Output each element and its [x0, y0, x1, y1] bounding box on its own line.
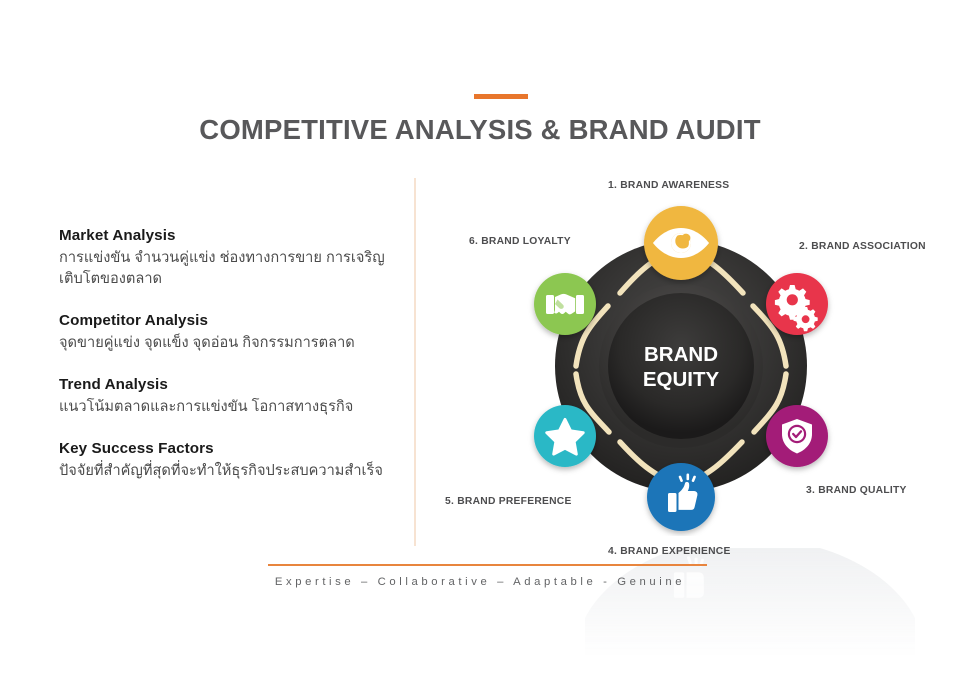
diagram-node-brand-experience[interactable]	[647, 463, 715, 531]
diagram-node-brand-loyalty[interactable]	[534, 273, 596, 335]
diagram-label-brand-quality: 3. BRAND QUALITY	[806, 485, 907, 496]
analysis-body: แนวโน้มตลาดและการแข่งขัน โอกาสทางธุรกิจ	[59, 398, 354, 415]
thumbs-up-icon	[668, 473, 698, 512]
page-title: COMPETITIVE ANALYSIS & BRAND AUDIT	[199, 114, 761, 145]
center-text-equity: EQUITY	[643, 368, 720, 391]
column-divider	[414, 178, 416, 546]
analysis-item-competitor: Competitor Analysis จุดขายคู่แข่ง จุดแข็…	[59, 311, 399, 354]
gears-icon	[774, 285, 818, 332]
diagram-center-label: BRAND EQUITY	[643, 343, 720, 391]
diagram-node-brand-association[interactable]	[766, 273, 828, 335]
analysis-heading: Trend Analysis	[59, 376, 168, 394]
analysis-heading: Key Success Factors	[59, 440, 214, 458]
analysis-heading: Competitor Analysis	[59, 312, 209, 330]
title-accent-bar	[474, 94, 528, 99]
shield-check-icon	[782, 419, 812, 454]
analysis-body: ปัจจัยที่สำคัญที่สุดที่จะทำให้ธุรกิจประส…	[59, 462, 383, 479]
diagram-node-brand-preference[interactable]	[534, 405, 596, 467]
star-icon	[545, 418, 585, 456]
analysis-heading: Market Analysis	[59, 227, 176, 244]
handshake-icon	[546, 293, 584, 315]
analysis-list: Market Analysis การแข่งขัน จำนวนคู่แข่ง …	[59, 226, 399, 482]
footer-tagline: Expertise – Collaborative – Adaptable - …	[274, 576, 686, 588]
footer-divider	[268, 564, 707, 566]
diagram-label-brand-experience: 4. BRAND EXPERIENCE	[608, 546, 731, 557]
eye-icon	[653, 228, 709, 258]
analysis-item-trend: Trend Analysis แนวโน้มตลาดและการแข่งขัน …	[59, 375, 399, 418]
diagram-node-brand-awareness[interactable]	[644, 206, 718, 280]
diagram-svg: BRAND EQUITY	[534, 206, 828, 531]
diagram-label-brand-preference: 5. BRAND PREFERENCE	[445, 496, 572, 507]
analysis-body: จุดขายคู่แข่ง จุดแข็ง จุดอ่อน กิจกรรมการ…	[59, 334, 355, 351]
analysis-item-market: Market Analysis การแข่งขัน จำนวนคู่แข่ง …	[59, 226, 399, 290]
diagram-node-brand-quality[interactable]	[766, 405, 828, 467]
analysis-item-key-success-factors: Key Success Factors ปัจจัยที่สำคัญที่สุด…	[59, 439, 399, 482]
diagram-label-brand-association: 2. BRAND ASSOCIATION	[799, 241, 926, 252]
diagram-ring	[555, 240, 807, 492]
diagram-label-brand-awareness: 1. BRAND AWARENESS	[608, 180, 730, 191]
brand-equity-diagram: BRAND EQUITY	[516, 196, 846, 536]
center-text-brand: BRAND	[644, 343, 718, 366]
analysis-body: การแข่งขัน จำนวนคู่แข่ง ช่องทางการขาย กา…	[59, 249, 385, 287]
diagram-label-brand-loyalty: 6. BRAND LOYALTY	[469, 236, 571, 247]
